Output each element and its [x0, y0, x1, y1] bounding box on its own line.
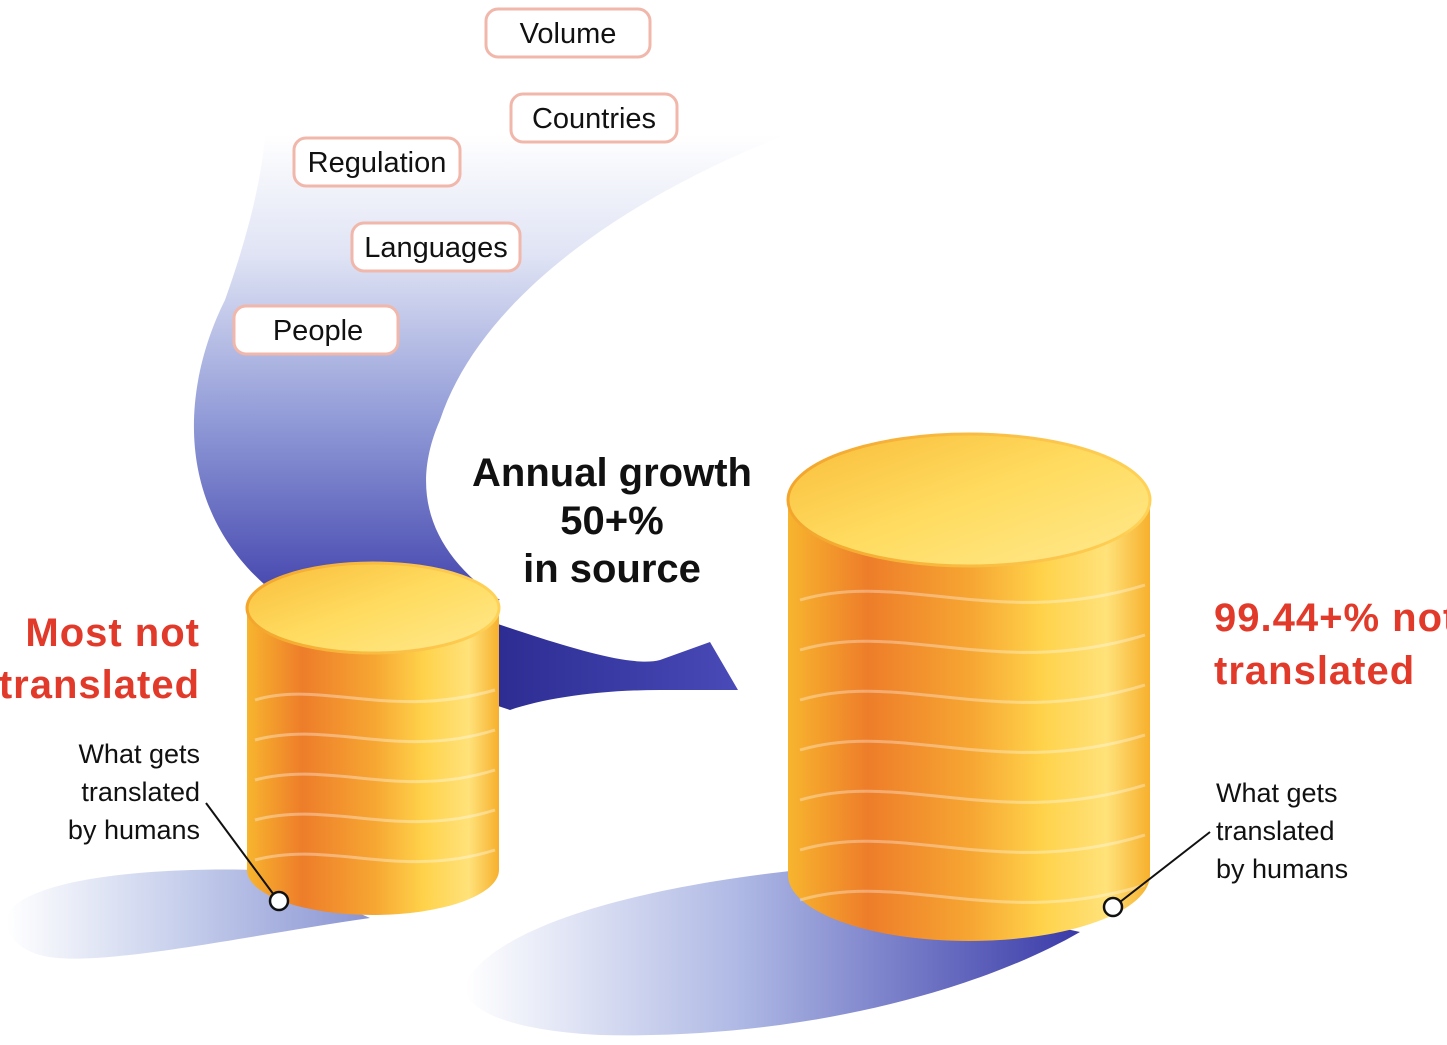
driver-label: People	[273, 315, 363, 347]
right-note-line-2: translated	[1216, 816, 1335, 846]
driver-box-people: People	[232, 304, 400, 356]
growth-arrow	[480, 618, 738, 710]
right-cylinder	[786, 432, 1152, 941]
right-note-line-3: by humans	[1216, 854, 1348, 884]
left-note-line-3: by humans	[68, 815, 200, 845]
right-callout-dot	[1102, 896, 1124, 918]
right-callout-line	[1119, 831, 1211, 903]
driver-box-countries: Countries	[509, 92, 679, 144]
left-status-label: Most not translated	[0, 611, 200, 707]
right-note-line-1: What gets	[1216, 778, 1338, 808]
right-status-label: 99.44+% not translated	[1214, 596, 1447, 693]
driver-box-volume: Volume	[484, 7, 652, 59]
growth-line-3: in source	[523, 547, 701, 591]
driver-box-regulation: Regulation	[292, 136, 462, 188]
driver-label: Countries	[532, 103, 656, 135]
growth-line-1: Annual growth	[472, 451, 752, 495]
driver-box-languages: Languages	[350, 221, 522, 273]
left-status-line-2: translated	[0, 663, 200, 707]
right-status-line-2: translated	[1214, 649, 1415, 693]
growth-label: Annual growth 50+% in source	[472, 451, 752, 591]
left-cylinder	[245, 561, 501, 915]
left-status-line-1: Most not	[25, 611, 200, 655]
right-status-line-1: 99.44+% not	[1214, 596, 1447, 640]
right-note-label: What gets translated by humans	[1216, 778, 1348, 884]
left-note-line-2: translated	[81, 777, 200, 807]
growth-line-2: 50+%	[560, 499, 663, 543]
driver-label: Languages	[364, 232, 508, 264]
driver-label: Volume	[520, 18, 617, 50]
left-note-line-1: What gets	[78, 739, 200, 769]
source-stream	[193, 135, 786, 620]
left-note-label: What gets translated by humans	[68, 739, 200, 845]
left-callout-dot	[268, 890, 290, 912]
left-callout-line	[205, 802, 275, 896]
driver-label: Regulation	[308, 147, 447, 179]
